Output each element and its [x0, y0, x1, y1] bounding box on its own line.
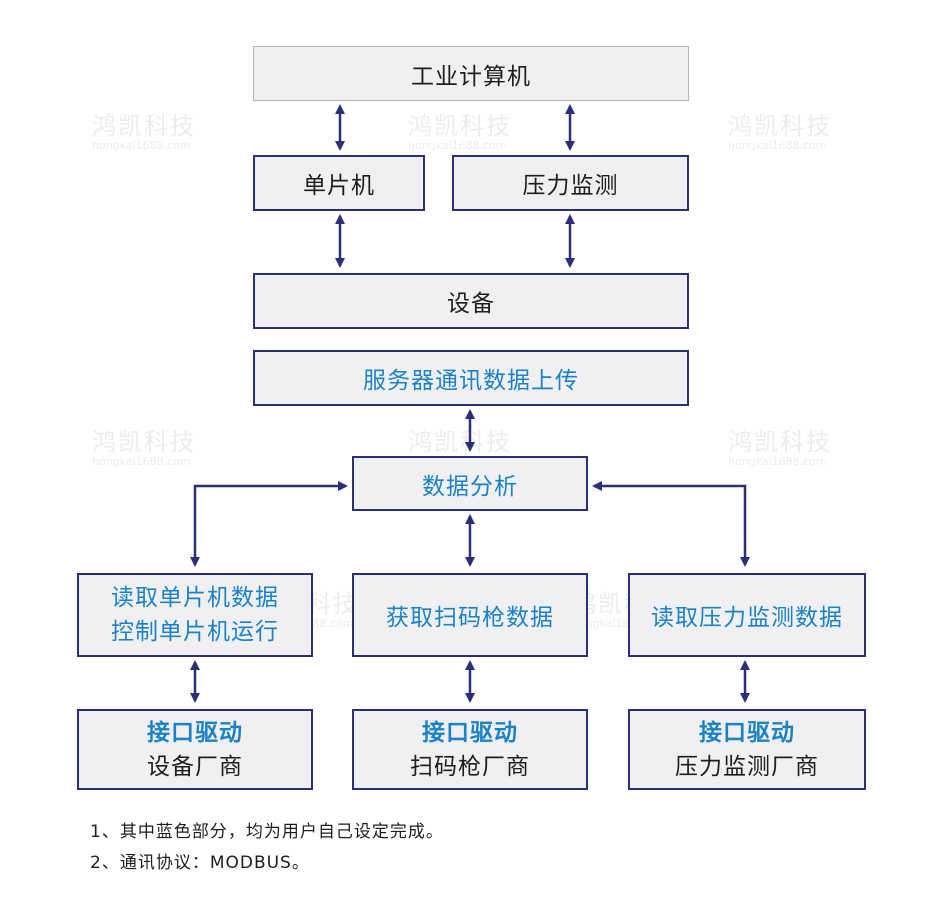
node-driver-scanner: 接口驱动 扫码枪厂商	[352, 709, 588, 790]
node-get-scanner: 获取扫码枪数据	[352, 573, 588, 657]
driver-title: 接口驱动	[422, 719, 518, 746]
node-label: 数据分析	[422, 473, 518, 500]
note-2: 2、通讯协议：MODBUS。	[90, 853, 310, 873]
note-1: 1、其中蓝色部分，均为用户自己设定完成。	[90, 822, 444, 842]
node-label: 读取压力监测数据	[651, 605, 843, 631]
node-label-line1: 读取单片机数据	[111, 585, 279, 611]
node-data-analysis: 数据分析	[352, 456, 588, 511]
node-label-line2: 控制单片机运行	[111, 619, 279, 645]
driver-vendor: 压力监测厂商	[675, 753, 819, 780]
driver-vendor: 设备厂商	[147, 753, 243, 780]
arrow-analysis-readpressure	[592, 481, 750, 567]
node-label: 获取扫码枪数据	[386, 605, 554, 631]
node-industrial-pc: 工业计算机	[253, 46, 689, 101]
node-read-mcu: 读取单片机数据 控制单片机运行	[77, 573, 313, 657]
node-driver-equipment: 接口驱动 设备厂商	[77, 709, 313, 790]
node-equipment: 设备	[253, 273, 689, 329]
node-label: 工业计算机	[411, 63, 531, 90]
node-label: 压力监测	[522, 173, 619, 199]
node-server-upload: 服务器通讯数据上传	[253, 350, 689, 406]
driver-title: 接口驱动	[147, 719, 243, 746]
node-label: 设备	[447, 291, 495, 317]
node-read-pressure: 读取压力监测数据	[628, 573, 866, 657]
node-label: 单片机	[303, 173, 375, 199]
node-driver-pressure: 接口驱动 压力监测厂商	[628, 709, 866, 790]
node-mcu: 单片机	[253, 155, 425, 211]
driver-title: 接口驱动	[699, 719, 795, 746]
arrow-analysis-readmcu	[190, 481, 348, 567]
driver-vendor: 扫码枪厂商	[410, 753, 530, 780]
node-label: 服务器通讯数据上传	[363, 368, 579, 394]
node-pressure-monitor: 压力监测	[452, 155, 689, 211]
